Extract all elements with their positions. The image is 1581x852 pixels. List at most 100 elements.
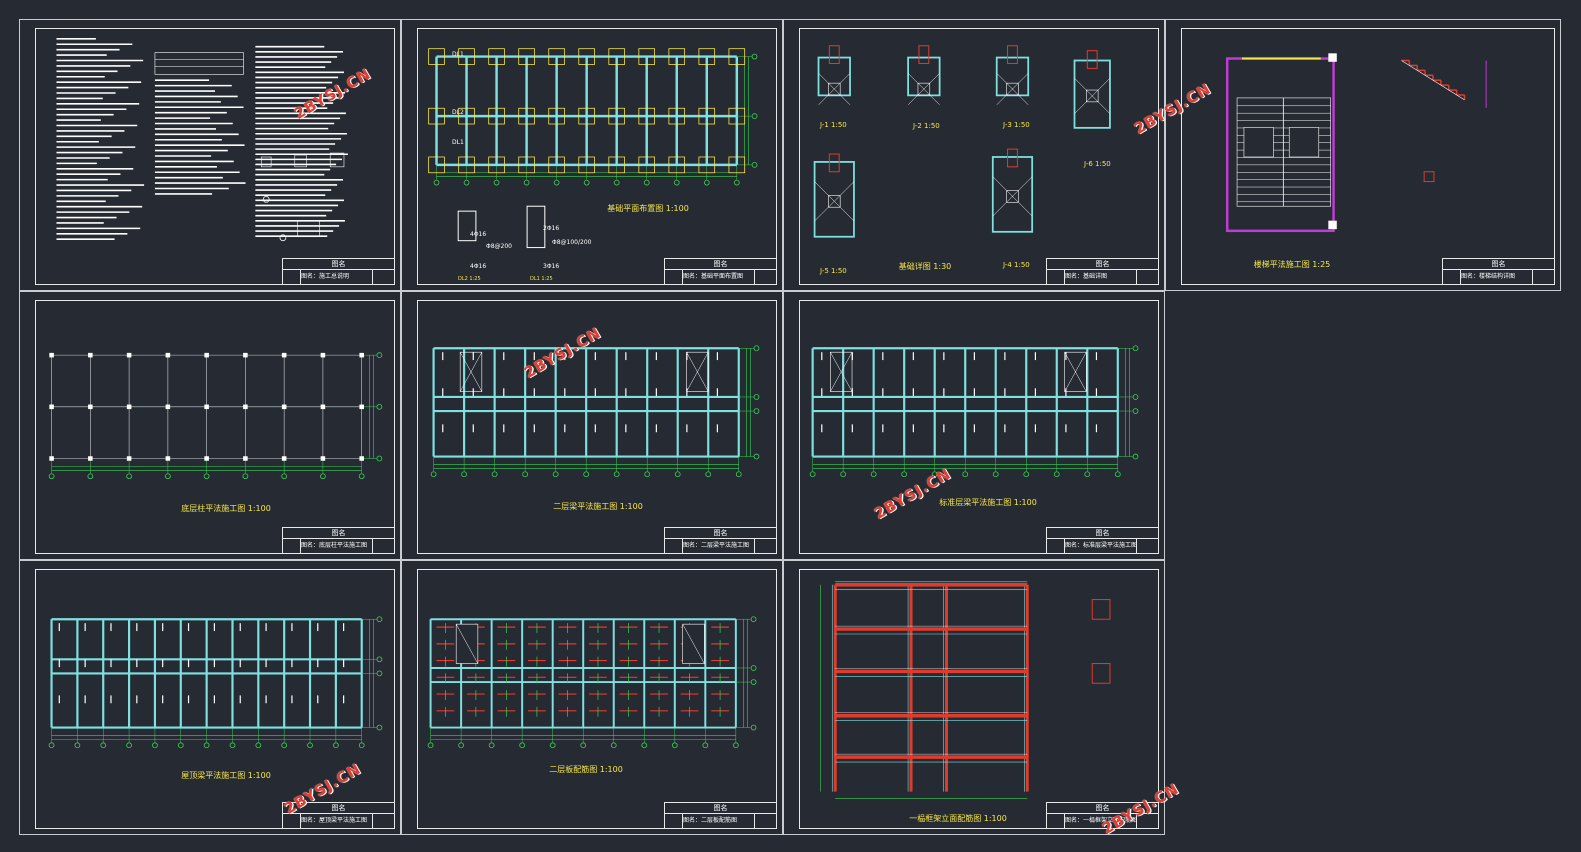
footing-outline <box>488 48 505 65</box>
section-label: DL1 <box>452 139 464 146</box>
footing-outline <box>578 156 595 174</box>
title-block: 图名 图名：底层柱平法施工图 <box>282 527 394 553</box>
axis-bubble <box>750 679 757 685</box>
drawing-caption: 二层梁平法施工图 1:100 <box>553 502 643 511</box>
axis-bubble <box>463 179 470 186</box>
footing-outline <box>728 107 746 125</box>
column-stub <box>828 195 841 208</box>
column-mark <box>281 456 287 461</box>
stair-note <box>1288 127 1320 158</box>
sheet-second-floor-slab-plan[interactable]: 二层板配筋图 1:100 图名 图名：二层板配筋图 <box>401 560 783 835</box>
detail-label: J-1 1:50 <box>820 121 847 129</box>
detail-sketch <box>294 154 307 168</box>
axis-bubble <box>641 742 648 749</box>
axis-bubble <box>702 742 709 749</box>
axis-bubble <box>458 742 464 749</box>
axis-bubble <box>870 471 877 478</box>
axis-bubble <box>753 394 760 400</box>
sheet-stair-plan[interactable]: 楼梯平法施工图 1:25 图名 图名：楼梯结构详图 <box>1165 19 1561 291</box>
column-mark <box>243 404 248 410</box>
axis-bubble <box>613 471 620 478</box>
column-stub <box>917 82 931 96</box>
axis-bubble <box>320 473 326 480</box>
axis-bubble <box>333 742 339 749</box>
column-mark <box>165 404 171 410</box>
sheet-frame-elevation[interactable]: 一榀框架立面配筋图 1:100 图名 图名：一榀框架立面配筋图 <box>783 560 1165 835</box>
stair-opening <box>459 352 483 392</box>
axis-bubble <box>753 345 760 352</box>
beam-section <box>457 210 477 242</box>
footing-outline <box>698 156 716 174</box>
footing-outline <box>548 107 565 125</box>
footing-outline <box>668 107 686 125</box>
sheet-second-floor-beam-plan[interactable]: 二层梁平法施工图 1:100 图名 图名：二层梁平法施工图 <box>401 291 783 560</box>
sheet-frame: 二层板配筋图 1:100 图名 图名：二层板配筋图 <box>417 569 777 829</box>
stair-opening <box>830 351 853 392</box>
axis-bubble <box>203 742 210 749</box>
footing-outline <box>428 156 445 174</box>
roof-beam-plan-drawing <box>48 616 383 749</box>
drawing-name: 图名：基础平面布置图 <box>683 273 744 280</box>
column-mark <box>204 456 209 461</box>
axis-bubble <box>307 742 313 749</box>
axis-bubble <box>488 742 495 749</box>
title-block: 图名 图名：二层梁平法施工图 <box>664 527 776 553</box>
title-block: 图名 图名：二层板配筋图 <box>664 802 776 828</box>
axis-bubble <box>753 453 760 460</box>
axis-bubble <box>430 471 437 478</box>
stair-flight <box>1236 97 1331 207</box>
drawing-caption: 屋顶梁平法施工图 1:100 <box>181 771 271 780</box>
axis-bubble <box>583 471 590 478</box>
section-label: Φ8@200 <box>486 243 512 250</box>
sheet-standard-floor-beam-plan[interactable]: 标准层梁平法施工图 1:100 图名 图名：标准层梁平法施工图 <box>783 291 1165 560</box>
title-block-header: 图名 <box>1047 528 1158 539</box>
detail-sketch <box>260 156 272 168</box>
column-mark <box>165 456 171 461</box>
sheet-foundation-details[interactable]: J-1 1:50 J-2 1:50 J-3 1:50 J-6 1:50 J-5 … <box>783 19 1165 291</box>
sheet-foundation-beam-plan[interactable]: 基础平面布置图 1:100 DL1 DL2 DL1 4Φ16 Φ8@200 4Φ… <box>401 19 783 291</box>
column-mark <box>88 456 93 461</box>
sheet-general-notes[interactable]: 图名 图名：施工总说明 <box>19 19 401 291</box>
axis-bubble <box>962 471 969 478</box>
column-mark <box>359 404 364 410</box>
sheet-frame: 屋顶梁平法施工图 1:100 图名 图名：屋顶梁平法施工图 <box>35 569 395 829</box>
axis-bubble <box>840 471 847 478</box>
axis-bubble <box>580 742 587 749</box>
stair-opening <box>455 624 479 664</box>
axis-bubble <box>931 471 938 478</box>
title-block: 图名 图名：基础详图 <box>1046 258 1158 284</box>
column-mark <box>165 352 171 358</box>
axis-bubble <box>74 742 81 749</box>
drawing-name: 图名：基础详图 <box>1065 273 1108 280</box>
axis-bubble <box>901 471 908 478</box>
axis-bubble <box>358 742 365 749</box>
column-stub <box>1086 89 1099 103</box>
drawing-caption: 基础详图 1:30 <box>898 262 952 271</box>
column-stub <box>828 45 840 64</box>
title-block-header: 图名 <box>283 259 394 270</box>
axis-bubble <box>48 473 55 480</box>
column-mark <box>359 352 364 358</box>
axis-bubble <box>1084 471 1091 478</box>
column-mark <box>49 456 54 461</box>
footing-outline <box>548 48 565 65</box>
axis-bubble <box>552 471 559 478</box>
footing-outline <box>638 107 655 125</box>
stair-opening <box>830 352 853 392</box>
drawing-caption: 标准层梁平法施工图 1:100 <box>939 498 1037 507</box>
title-block-header: 图名 <box>1047 803 1158 814</box>
footing-outline <box>728 156 746 174</box>
title-block: 图名 图名：施工总说明 <box>282 258 394 284</box>
sheet-frame: 一榀框架立面配筋图 1:100 图名 图名：一榀框架立面配筋图 <box>799 569 1159 829</box>
column-stub <box>918 45 930 64</box>
frame-section <box>1091 599 1111 620</box>
drawing-name: 图名：楼梯结构详图 <box>1461 273 1516 280</box>
sheet-ground-column-plan[interactable]: 底层柱平法施工图 1:100 图名 图名：底层柱平法施工图 <box>19 291 401 560</box>
sheet-roof-beam-plan[interactable]: 屋顶梁平法施工图 1:100 图名 图名：屋顶梁平法施工图 <box>19 560 401 835</box>
column-mark <box>320 352 326 358</box>
drawing-caption: 二层板配筋图 1:100 <box>549 765 623 774</box>
footing-outline <box>428 48 445 65</box>
axis-bubble <box>1132 345 1139 352</box>
sheet-frame: 二层梁平法施工图 1:100 图名 图名：二层梁平法施工图 <box>417 300 777 554</box>
footing-outline <box>668 48 686 65</box>
